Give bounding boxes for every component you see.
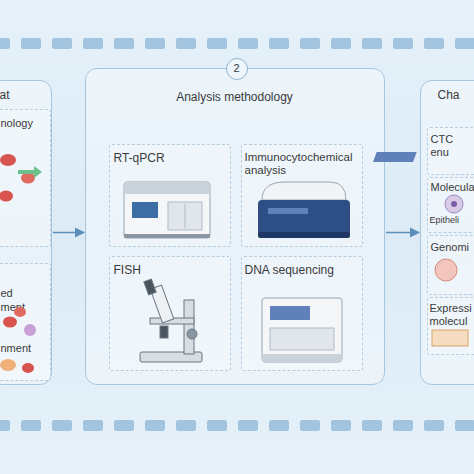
stage-panel: atnologyedmentnment xyxy=(0,80,52,385)
method-label: RT-qPCR xyxy=(114,151,226,165)
panel-heading: Analysis methodology xyxy=(85,90,385,104)
box-label: nology xyxy=(1,117,49,130)
result-label: CTC enu xyxy=(431,133,474,159)
ihc-analyzer xyxy=(258,182,350,238)
panel-heading: Cha xyxy=(438,88,474,102)
box-label: ed xyxy=(1,287,31,300)
bottom-band xyxy=(0,420,474,431)
step-number-text: 2 xyxy=(226,62,248,75)
top-band xyxy=(0,38,474,49)
result-label: Expressi molecul xyxy=(430,302,474,328)
flow-arrow xyxy=(53,232,84,234)
result-label: Molecula xyxy=(431,181,474,194)
result-icons xyxy=(373,152,468,346)
result-box: CTC enu xyxy=(427,127,474,175)
panel-heading: at xyxy=(0,88,30,102)
box-label: nment xyxy=(1,342,47,355)
cell-label: Epitheli xyxy=(430,215,474,226)
qpcr-machine xyxy=(124,182,210,238)
method-label: DNA sequencing xyxy=(245,263,363,277)
step-number: 2 xyxy=(226,58,248,80)
blood-cells xyxy=(0,154,42,373)
flow-arrow xyxy=(386,232,419,234)
method-label: Immunocytochemical analysis xyxy=(245,151,363,179)
sequencer xyxy=(262,298,342,362)
result-label: Genomi xyxy=(431,241,474,254)
method-label: FISH xyxy=(114,263,226,277)
microscope xyxy=(140,279,202,362)
